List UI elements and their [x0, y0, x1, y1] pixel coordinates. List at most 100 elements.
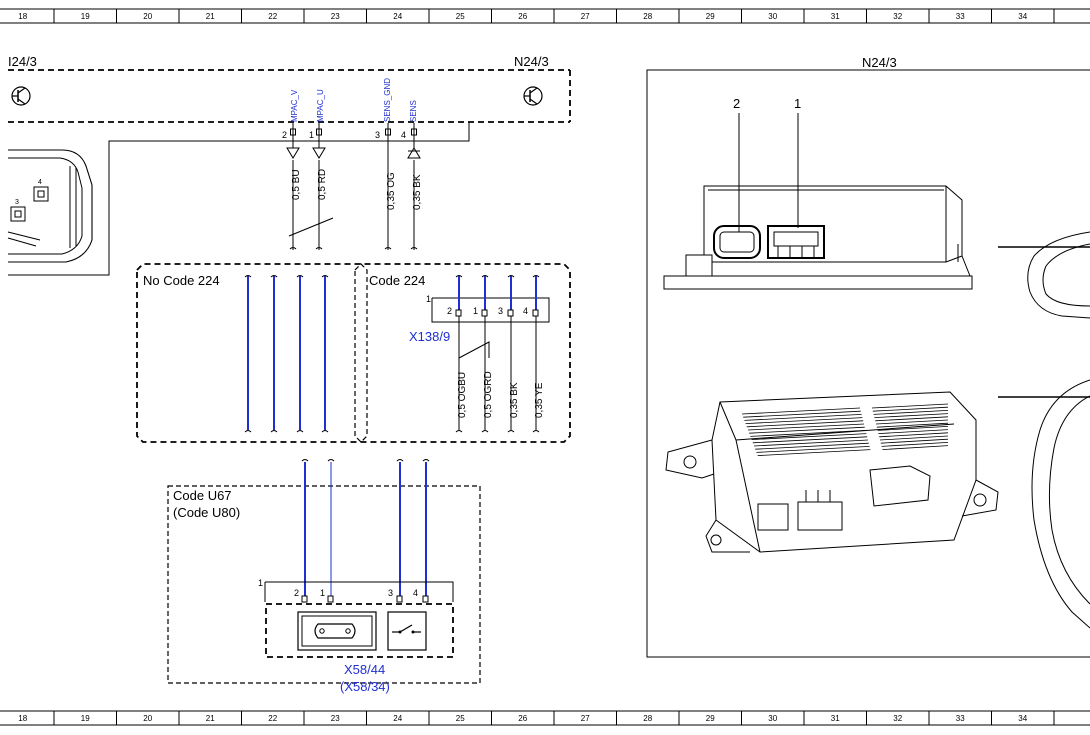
control-unit-perspective-view — [665, 391, 999, 553]
heatsink-fin — [752, 436, 868, 444]
callout-number: 2 — [733, 96, 740, 111]
heatsink-fin — [745, 417, 863, 424]
connector-marker: 1 — [426, 294, 431, 304]
callout-number: 1 — [794, 96, 801, 111]
pin-number: 1 — [473, 306, 478, 316]
heatsink-fin — [756, 446, 870, 453]
heatsink-fin — [872, 406, 949, 412]
connector-name: X58/44 — [344, 662, 385, 677]
wires-top: 0,5 BU 0,5 RD 0,35 OG 0,35 BK — [286, 123, 423, 250]
partial-part-drawing — [998, 231, 1090, 629]
heatsink-fin — [741, 407, 861, 415]
pin-number: 1 — [320, 588, 325, 598]
ruler-column-label: 34 — [1018, 12, 1027, 21]
heatsink-fin — [877, 426, 949, 431]
heatsink-fin — [879, 432, 949, 438]
ruler-column-label: 22 — [268, 714, 277, 723]
ruler-column-label: 29 — [706, 714, 715, 723]
heatsink-fin — [879, 435, 949, 441]
transistor-icon — [523, 86, 543, 106]
heatsink-fin — [874, 413, 949, 418]
module-label-right: N24/3 — [514, 54, 549, 69]
ruler-column-label: 30 — [768, 714, 777, 723]
signal-label: SENS_GND — [383, 78, 392, 122]
ruler-column-label: 18 — [18, 12, 27, 21]
ruler-column-label: 19 — [81, 714, 90, 723]
ruler-column-label: 29 — [706, 12, 715, 21]
ruler-column-label: 21 — [206, 12, 215, 21]
signal-label: SENS — [409, 100, 418, 122]
signal-label: MPAC_V — [290, 89, 299, 122]
ruler-column-label: 30 — [768, 12, 777, 21]
shield-line — [8, 122, 470, 276]
ruler-column-label: 22 — [268, 12, 277, 21]
variant-box: No Code 224 Code 224 1 2 1 3 — [136, 263, 571, 443]
ruler-column-label: 27 — [581, 714, 590, 723]
heatsink-fin — [757, 449, 871, 456]
heatsink-fin — [876, 422, 949, 428]
ruler-column-label: 25 — [456, 714, 465, 723]
wire-label: 0,5 RD — [317, 169, 328, 200]
pin-number: 2 — [294, 588, 299, 598]
heatsink-fin — [875, 419, 949, 425]
ruler-column-label: 26 — [518, 714, 527, 723]
wire-label: 0,35 BK — [412, 174, 423, 210]
ruler-column-label: 28 — [643, 12, 652, 21]
blue-wires-left — [244, 275, 329, 433]
heatsink-fin — [750, 430, 866, 437]
heatsink-fin — [875, 416, 949, 422]
ruler-column-label: 18 — [18, 714, 27, 723]
heatsink-fin — [749, 426, 865, 434]
heatsink-fin — [878, 429, 949, 434]
heatsink-fin — [744, 414, 862, 421]
ruler-column-label: 19 — [81, 12, 90, 21]
pin-number: 4 — [401, 130, 406, 140]
wire-label: 0,5 OGBU — [457, 372, 468, 418]
heatsink-fin — [755, 442, 869, 450]
ruler-column-label: 25 — [456, 12, 465, 21]
ruler-column-label: 28 — [643, 714, 652, 723]
heatsink-fin — [873, 410, 949, 415]
heatsink-fin — [743, 410, 861, 418]
heatsink-fin — [746, 420, 864, 428]
pin-number: 3 — [388, 588, 393, 598]
ruler-column-label: 33 — [956, 714, 965, 723]
ruler-column-label: 24 — [393, 714, 402, 723]
connector-name-alt: (X58/34) — [340, 679, 390, 694]
heatsink-fin — [881, 442, 949, 447]
ruler-column-label: 27 — [581, 12, 590, 21]
wire-label: 0,5 OGRD — [483, 371, 494, 418]
ruler-column-label: 26 — [518, 12, 527, 21]
pin-number: 4 — [413, 588, 418, 598]
switch-icon — [387, 611, 427, 651]
ruler-column-label: 31 — [831, 714, 840, 723]
wire-label: 0,35 YE — [534, 382, 545, 418]
module-label-left: I24/3 — [8, 54, 37, 69]
transistor-icon — [11, 86, 31, 106]
heatsink-fin — [747, 423, 865, 431]
u67-code-label-alt: (Code U80) — [173, 505, 240, 520]
pin-number: 3 — [498, 306, 503, 316]
pin-number: 1 — [309, 130, 314, 140]
svg-text:4: 4 — [38, 179, 42, 186]
ruler-column-label: 21 — [206, 714, 215, 723]
heatsink-fin — [753, 439, 869, 447]
heatsink-fin — [871, 403, 949, 409]
sensor-element-icon — [297, 611, 377, 651]
connector-marker: 1 — [258, 578, 263, 588]
wire-label: 0,35 OG — [386, 172, 397, 210]
pin-number: 3 — [375, 130, 380, 140]
ruler-column-label: 23 — [331, 714, 340, 723]
ruler-column-label: 33 — [956, 12, 965, 21]
connector-x138-9: 1 2 1 3 4 X138/9 0,5 OGBU 0,5 OGRD — [409, 275, 550, 433]
variant-label-code: Code 224 — [369, 273, 425, 288]
heatsink-fin — [751, 433, 867, 440]
ruler-column-label: 20 — [143, 714, 152, 723]
signal-label: MPAC_U — [316, 89, 325, 122]
ruler-column-label: 24 — [393, 12, 402, 21]
wire-label: 0,35 BK — [509, 382, 520, 418]
svg-text:3: 3 — [15, 199, 19, 206]
